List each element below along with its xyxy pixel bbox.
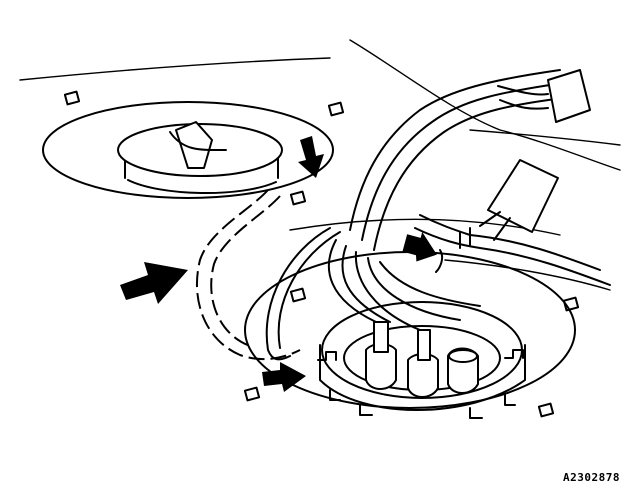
direction-arrows <box>120 136 437 392</box>
large-right-arrow <box>120 262 188 304</box>
pump-fittings <box>365 321 479 398</box>
wiring-harness <box>265 69 611 361</box>
harness-connectors <box>479 69 591 241</box>
bolt-4 <box>289 287 307 303</box>
mounting-bolts <box>63 90 580 418</box>
bolt-6 <box>243 386 261 402</box>
dashed-wire-route <box>196 189 301 361</box>
bolt-2 <box>327 101 345 117</box>
right-arrow-lower <box>262 362 306 392</box>
module-cover-plate <box>42 101 334 199</box>
bolt-7 <box>537 402 555 418</box>
figure-id-label: A2302878 <box>563 471 620 484</box>
right-arrow-harness <box>402 232 437 262</box>
bolt-3 <box>289 190 307 206</box>
down-arrow <box>298 136 324 178</box>
bolt-1 <box>63 90 81 106</box>
